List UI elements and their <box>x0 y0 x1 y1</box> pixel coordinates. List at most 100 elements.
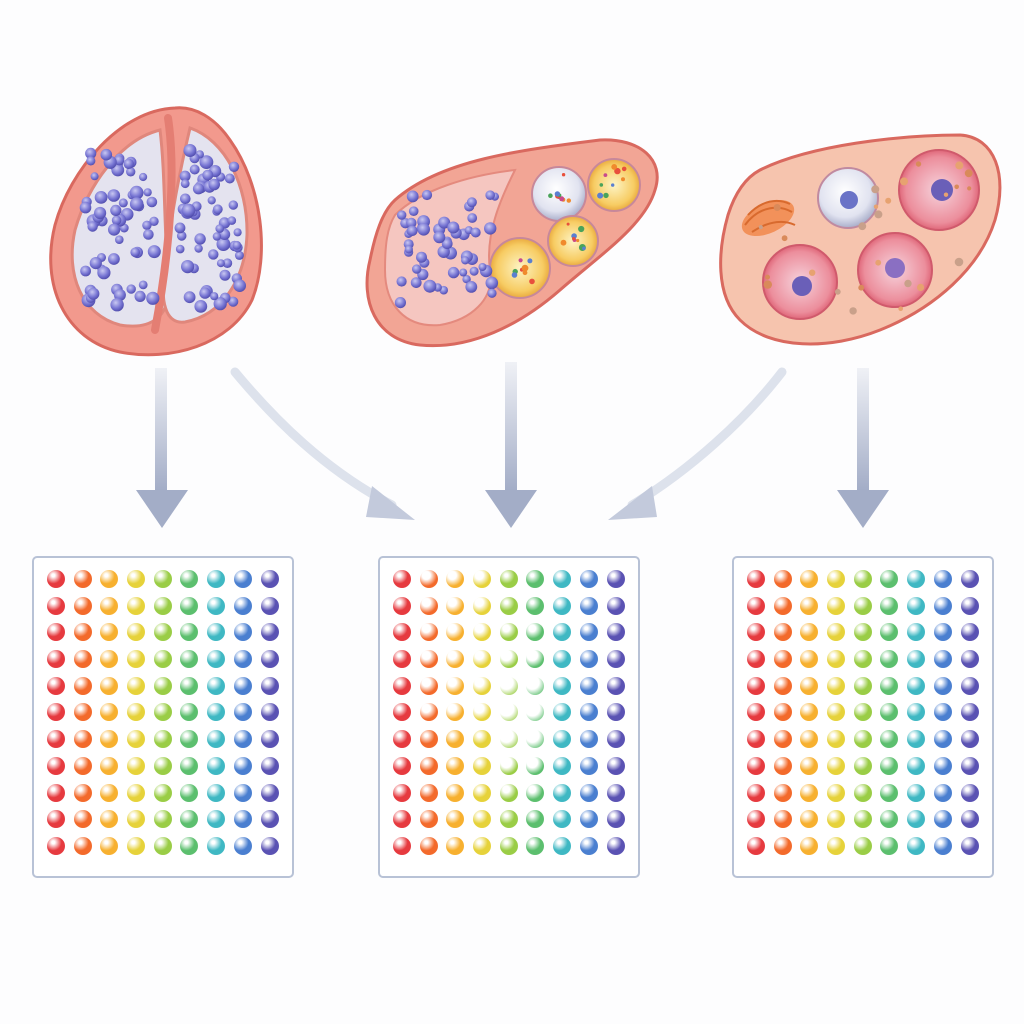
cell-icon <box>763 280 772 289</box>
cell-icon <box>765 274 770 280</box>
grid-dot <box>606 810 625 829</box>
cell-icon <box>107 189 121 202</box>
grid-dot <box>47 810 65 829</box>
cell-icon <box>469 266 479 276</box>
cell-icon <box>417 223 431 236</box>
grid-dot <box>207 650 226 669</box>
grid-dot <box>800 623 819 642</box>
grid-dot <box>853 703 872 722</box>
grid-dot <box>526 756 545 775</box>
cell-icon <box>871 185 880 194</box>
grid-dot <box>880 596 899 615</box>
cell-icon <box>180 179 190 189</box>
grid-dot <box>553 836 572 855</box>
grid-dot <box>127 730 146 749</box>
grid-dot <box>933 756 952 775</box>
grid-dot <box>933 730 952 749</box>
cell-icon <box>773 204 781 211</box>
grid-dot <box>47 783 65 802</box>
grid-dot <box>207 676 226 695</box>
grid-dot <box>553 676 572 695</box>
dot-grid <box>747 570 979 855</box>
grid-dot <box>880 650 899 669</box>
cell-icon <box>478 263 487 271</box>
grid-dot <box>127 650 146 669</box>
cell-icon <box>566 222 570 226</box>
grid-dot <box>747 623 765 642</box>
grid-dot <box>180 570 199 588</box>
dot-grid-panel-3 <box>732 556 994 878</box>
cell-icon <box>875 259 882 266</box>
grid-dot <box>800 730 819 749</box>
cell-icon <box>621 166 627 172</box>
grid-dot <box>579 703 598 722</box>
grid-dot <box>233 676 252 695</box>
grid-dot <box>393 676 411 695</box>
cell-icon <box>954 184 959 190</box>
cell-icon <box>146 196 158 208</box>
cell-icon <box>94 206 107 220</box>
grid-dot <box>233 783 252 802</box>
grid-dot <box>207 730 226 749</box>
cell-icon <box>527 258 533 264</box>
grid-dot <box>47 623 65 642</box>
cell-icon <box>485 276 499 290</box>
grid-dot <box>933 570 952 588</box>
grid-dot <box>153 756 172 775</box>
grid-dot <box>100 783 119 802</box>
cell-icon <box>228 200 238 210</box>
grid-dot <box>446 730 465 749</box>
cell-icon <box>898 306 903 312</box>
cell-icon <box>134 290 146 302</box>
grid-dot <box>153 703 172 722</box>
cell-icon <box>89 257 102 270</box>
cell-icon <box>222 258 233 269</box>
cell-icon <box>582 246 586 251</box>
grid-dot <box>153 596 172 615</box>
grid-dot <box>747 570 765 588</box>
grid-dot <box>393 570 411 588</box>
grid-dot <box>207 756 226 775</box>
grid-dot <box>233 836 252 855</box>
cell-icon <box>459 268 468 277</box>
grid-dot <box>446 650 465 669</box>
grid-dot <box>526 836 545 855</box>
cell-icon <box>416 251 427 263</box>
grid-dot <box>800 756 819 775</box>
grid-dot <box>260 836 279 855</box>
cell-icon <box>874 210 883 219</box>
grid-dot <box>853 836 872 855</box>
grid-dot <box>446 623 465 642</box>
cell-icon <box>447 221 460 234</box>
grid-dot <box>747 783 765 802</box>
grid-dot <box>579 730 598 749</box>
grid-dot <box>73 836 92 855</box>
cell-icon <box>108 223 121 236</box>
grid-dot <box>747 756 765 775</box>
grid-dot <box>606 783 625 802</box>
grid-dot <box>180 596 199 615</box>
grid-dot <box>773 570 792 588</box>
grid-dot <box>880 730 899 749</box>
grid-dot <box>553 570 572 588</box>
grid-dot <box>127 676 146 695</box>
grid-dot <box>853 783 872 802</box>
cell-icon <box>181 203 196 218</box>
grid-dot <box>419 570 438 588</box>
grid-dot <box>553 730 572 749</box>
dot-grid <box>393 570 625 855</box>
grid-dot <box>233 756 252 775</box>
grid-dot <box>233 596 252 615</box>
grid-dot <box>127 703 146 722</box>
cell-icon <box>215 224 224 233</box>
grid-dot <box>180 703 199 722</box>
cell-icon <box>79 201 92 214</box>
grid-dot <box>747 650 765 669</box>
grid-dot <box>606 650 625 669</box>
grid-dot <box>419 810 438 829</box>
grid-dot <box>499 756 518 775</box>
grid-dot <box>153 783 172 802</box>
cell-icon <box>559 196 565 202</box>
grid-dot <box>180 756 199 775</box>
grid-dot <box>579 570 598 588</box>
